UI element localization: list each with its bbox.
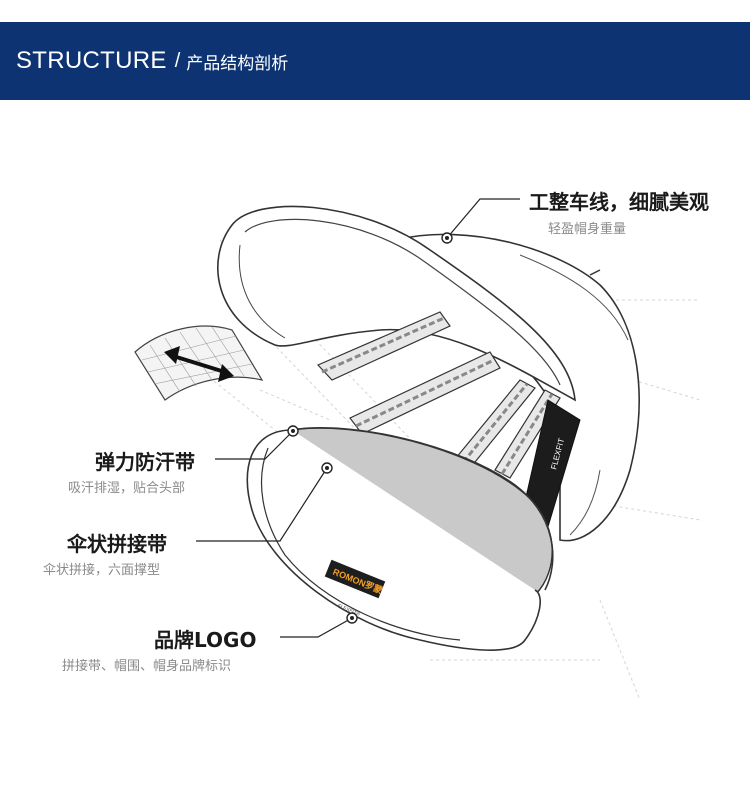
header-title-en: STRUCTURE xyxy=(16,47,167,74)
callout-marker-3 xyxy=(321,462,333,474)
callout-marker-1 xyxy=(441,232,453,244)
section-header: STRUCTURE / 产品结构剖析 xyxy=(0,22,750,100)
callout-marker-2 xyxy=(287,425,299,437)
feature-subtitle-sweatband: 吸汗排湿，贴合头部 xyxy=(68,481,186,496)
sweatband xyxy=(246,427,554,651)
header-separator: / xyxy=(174,49,181,72)
feature-title-stitching: 工整车线，细腻美观 xyxy=(529,190,709,214)
feature-subtitle-logo: 拼接带、帽围、帽身品牌标识 xyxy=(62,659,232,674)
cap-structure-illustration: FLEXFIT ROMON罗蒙 FLEXFIT® xyxy=(134,198,701,701)
feature-title-tape: 伞状拼接带 xyxy=(67,532,167,556)
tape-strip-1 xyxy=(316,311,451,381)
cap-visor xyxy=(217,205,576,402)
header-title-cn: 产品结构剖析 xyxy=(186,53,289,74)
callout-marker-4 xyxy=(346,612,358,624)
feature-title-sweatband: 弹力防汗带 xyxy=(95,450,195,474)
callout-markers xyxy=(287,232,453,624)
top-margin xyxy=(0,0,750,22)
stretch-arrow-icon xyxy=(164,346,234,382)
feature-subtitle-stitching: 轻盈帽身重量 xyxy=(548,222,627,237)
callout-lines xyxy=(196,198,520,638)
tape-strip-2 xyxy=(349,351,501,435)
fabric-swatch xyxy=(134,325,264,401)
tape-strip-4 xyxy=(494,389,561,479)
feature-title-logo: 品牌LOGO xyxy=(154,628,257,652)
feature-subtitle-tape: 伞状拼接，六面撑型 xyxy=(43,563,161,578)
